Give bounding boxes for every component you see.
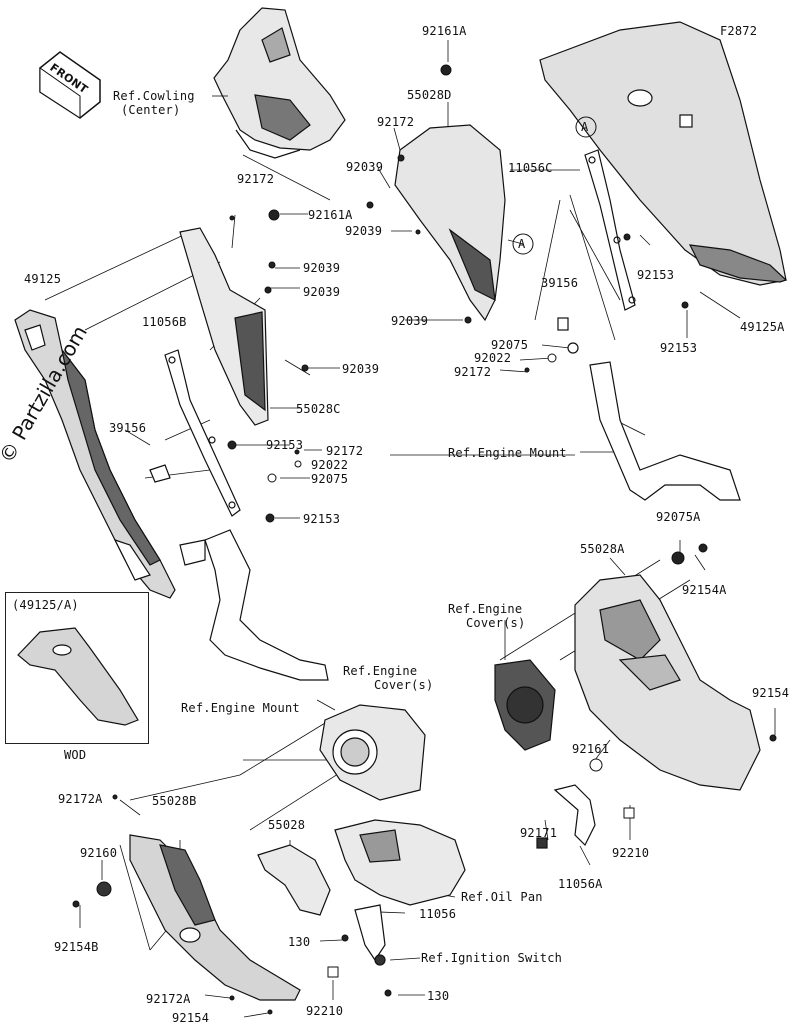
label-92172-left: 92172 xyxy=(237,172,275,186)
label-92160: 92160 xyxy=(80,846,118,860)
callout-circle-a-2 xyxy=(512,233,534,255)
center-cowling-part xyxy=(213,7,346,159)
label-39156-right: 39156 xyxy=(541,276,579,290)
label-55028D: 55028D xyxy=(407,88,452,102)
label-92039-f: 92039 xyxy=(342,362,380,376)
front-arrow-icon xyxy=(39,51,101,119)
label-55028B: 55028B xyxy=(152,794,197,808)
label-92039-d: 92039 xyxy=(303,261,341,275)
bracket-11056-part xyxy=(354,904,386,966)
inset-side-cowl-part xyxy=(17,627,139,726)
inset-frame xyxy=(5,592,149,744)
label-49125: 49125 xyxy=(24,272,62,286)
label-92154-bottom: 92154 xyxy=(172,1011,210,1025)
callout-a-1-text: A xyxy=(581,120,589,134)
inset-caption: WOD xyxy=(64,748,87,762)
label-92039-e: 92039 xyxy=(303,285,341,299)
label-92210-bottom: 92210 xyxy=(306,1004,344,1018)
label-92075-left: 92075 xyxy=(311,472,349,486)
label-92172-right: 92172 xyxy=(454,365,492,379)
bracket-left-part xyxy=(149,349,241,517)
label-92172A-bottom: 92172A xyxy=(146,992,191,1006)
label-92154A: 92154A xyxy=(682,583,727,597)
label-92039-c: 92039 xyxy=(391,314,429,328)
small-panel-55028-part xyxy=(257,844,331,916)
label-92075-right: 92075 xyxy=(491,338,529,352)
label-ref-engine-cover-center-2: Cover(s) xyxy=(374,678,434,692)
label-92161: 92161 xyxy=(572,742,610,756)
label-92172-left2: 92172 xyxy=(326,444,364,458)
label-ref-cowling-center: (Center) xyxy=(121,103,181,117)
label-92154-right: 92154 xyxy=(752,686,790,700)
label-92153-a: 92153 xyxy=(637,268,675,282)
label-92075A: 92075A xyxy=(656,510,701,524)
label-92153-b: 92153 xyxy=(660,341,698,355)
label-92153-c: 92153 xyxy=(266,438,304,452)
label-55028C: 55028C xyxy=(296,402,341,416)
label-ref-oil-pan: Ref.Oil Pan xyxy=(461,890,543,904)
inner-panel-right-part xyxy=(394,124,506,322)
label-39156-left: 39156 xyxy=(109,421,147,435)
label-49125A: 49125A xyxy=(740,320,785,334)
label-92172-top: 92172 xyxy=(377,115,415,129)
label-92039-a: 92039 xyxy=(346,160,384,174)
lower-cover-right-part xyxy=(574,574,761,791)
hardware-fasteners xyxy=(72,64,777,1015)
label-ref-engine-cover-right: Ref.Engine xyxy=(448,602,523,616)
inset-title: (49125/A) xyxy=(12,598,79,612)
engine-cover-right-part xyxy=(494,659,556,751)
inner-panel-left-part xyxy=(179,227,269,426)
label-92039-b: 92039 xyxy=(345,224,383,238)
label-ref-cowling: Ref.Cowling xyxy=(113,89,195,103)
label-11056B: 11056B xyxy=(142,315,187,329)
label-ref-engine-mount-right: Ref.Engine Mount xyxy=(448,446,567,460)
label-92161A-left: 92161A xyxy=(308,208,353,222)
engine-mount-left-part xyxy=(179,529,329,681)
bracket-right-part xyxy=(557,149,636,354)
label-92171: 92171 xyxy=(520,826,558,840)
figure-code: F2872 xyxy=(720,24,758,38)
label-92161A-top: 92161A xyxy=(422,24,467,38)
callout-a-2-text: A xyxy=(518,237,526,251)
label-130-b: 130 xyxy=(427,989,450,1003)
label-11056: 11056 xyxy=(419,907,457,921)
side-cowl-right-part xyxy=(539,21,788,286)
engine-mount-right-part xyxy=(589,361,741,501)
label-92022-left: 92022 xyxy=(311,458,349,472)
label-92210-right: 92210 xyxy=(612,846,650,860)
label-55028: 55028 xyxy=(268,818,306,832)
label-92172A-top: 92172A xyxy=(58,792,103,806)
engine-cover-center-part xyxy=(319,704,426,801)
label-ref-ignition-switch: Ref.Ignition Switch xyxy=(421,951,563,965)
callout-circle-a-1 xyxy=(575,116,597,138)
bracket-11056a-part xyxy=(536,784,596,849)
label-92154B: 92154B xyxy=(54,940,99,954)
label-92022-right: 92022 xyxy=(474,351,512,365)
label-130-a: 130 xyxy=(288,935,311,949)
lower-cowl-left-part xyxy=(129,834,301,1001)
label-11056A: 11056A xyxy=(558,877,603,891)
side-cowl-left-part xyxy=(14,309,176,599)
label-11056C: 11056C xyxy=(508,161,553,175)
label-ref-engine-cover-center: Ref.Engine xyxy=(343,664,418,678)
label-ref-engine-mount-left: Ref.Engine Mount xyxy=(181,701,300,715)
label-55028A: 55028A xyxy=(580,542,625,556)
oil-pan-part xyxy=(334,819,466,906)
label-ref-engine-cover-right-2: Cover(s) xyxy=(466,616,526,630)
label-92153-d: 92153 xyxy=(303,512,341,526)
